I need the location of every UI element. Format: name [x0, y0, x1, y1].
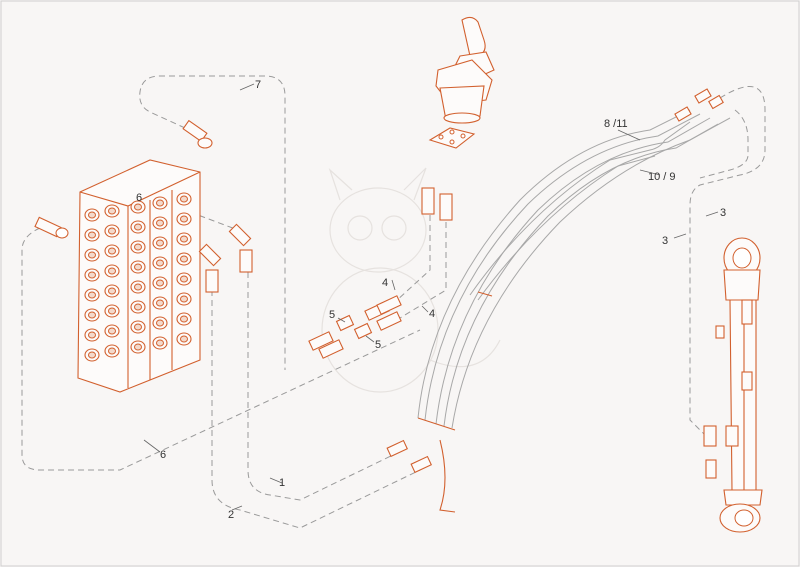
fitting-4a [421, 187, 453, 221]
callout-3-lower: 3 [662, 235, 668, 247]
callout-3-upper: 3 [720, 207, 726, 219]
joystick [435, 16, 495, 124]
valve-port-bore [108, 227, 116, 235]
valve-port-bore [134, 223, 142, 231]
valve-port-bore [88, 251, 96, 259]
callout-4-upper: 4 [382, 277, 388, 289]
valve-port-bore [134, 283, 142, 291]
callout-8-11: 8 /11 [604, 118, 628, 130]
callout-4-lower: 4 [429, 308, 435, 320]
valve-port-bore [156, 299, 164, 307]
hose-1-route [247, 262, 396, 501]
callout-5-upper: 5 [329, 309, 335, 321]
valve-port-bore [156, 339, 164, 347]
valve-port-bore [180, 195, 188, 203]
valve-port-bore [108, 307, 116, 315]
valve-port-bore [134, 303, 142, 311]
valve-port-bore [88, 331, 96, 339]
callout-6-block: 6 [136, 192, 142, 204]
valve-port-bore [88, 271, 96, 279]
valve-port-bore [180, 255, 188, 263]
callout-5-lower: 5 [375, 339, 381, 351]
callout-6-hose: 6 [160, 449, 166, 461]
hydraulic-cylinder [703, 237, 763, 533]
valve-port-bore [88, 351, 96, 359]
valve-port-bore [134, 243, 142, 251]
valve-port-bore [108, 267, 116, 275]
hose-2-route [211, 290, 421, 529]
valve-port-bore [180, 295, 188, 303]
block-dash-1 [189, 211, 239, 231]
hose-3-route-b [699, 109, 749, 179]
valve-port-bore [108, 287, 116, 295]
valve-port-bore [156, 199, 164, 207]
watermark-mascot [321, 167, 501, 393]
valve-port-bore [180, 275, 188, 283]
valve-port-bore [108, 247, 116, 255]
callout-7: 7 [255, 79, 261, 91]
fittings-cluster-4-5 [308, 295, 402, 359]
valve-port-bore [134, 263, 142, 271]
valve-port-bore [88, 211, 96, 219]
callouts: 7 8 /11 10 / 9 3 3 6 6 4 4 5 5 1 2 [136, 79, 726, 521]
valve-port-bore [156, 239, 164, 247]
callout-1: 1 [279, 477, 285, 489]
valve-port-bore [134, 323, 142, 331]
valve-port-bore [180, 315, 188, 323]
valve-port-bore [88, 231, 96, 239]
valve-port-bore [88, 291, 96, 299]
valve-port-bore [88, 311, 96, 319]
callout-2: 2 [228, 509, 234, 521]
boom-hose-bundle [417, 88, 731, 513]
valve-port-bore [180, 235, 188, 243]
valve-port-bore [134, 343, 142, 351]
hose-3-route [689, 86, 766, 441]
valve-port-bore [180, 215, 188, 223]
valve-ports [84, 192, 192, 362]
valve-port-bore [134, 203, 142, 211]
valve-port-bore [108, 207, 116, 215]
valve-port-bore [156, 259, 164, 267]
valve-port-bore [180, 335, 188, 343]
hose-4-route [394, 205, 431, 303]
fitting-elbow-7 [182, 119, 213, 149]
hose-6-route [21, 227, 421, 471]
hose-end-fittings [386, 439, 433, 474]
valve-port-bore [108, 327, 116, 335]
joystick-base-plate [428, 127, 476, 149]
fitting-elbow-1 [228, 223, 253, 273]
hose-4-route-b [399, 212, 447, 319]
callout-10-9: 10 / 9 [648, 171, 676, 183]
valve-port-bore [156, 279, 164, 287]
valve-port-bore [108, 347, 116, 355]
valve-port-bore [156, 319, 164, 327]
fitting-elbow-6 [34, 216, 69, 239]
hose-7-route [139, 75, 286, 370]
fitting-elbow-2 [198, 243, 222, 293]
valve-port-bore [156, 219, 164, 227]
